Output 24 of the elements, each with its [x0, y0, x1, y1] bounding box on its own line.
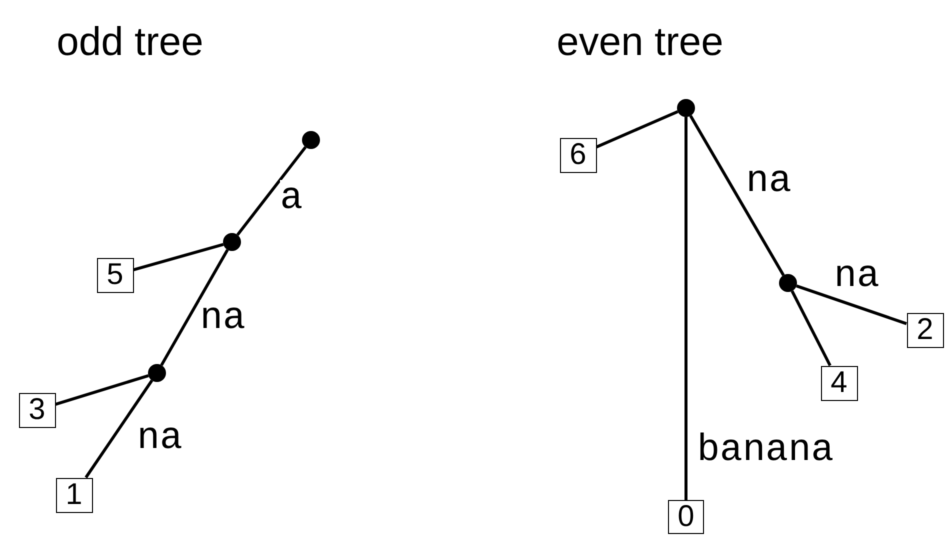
tree-edge	[84, 380, 154, 478]
leaf-index-box: 2	[906, 312, 944, 348]
leaf-index-box: 0	[668, 500, 704, 534]
tree-title: odd tree	[56, 22, 204, 62]
tree-edge	[689, 115, 785, 276]
tree-node-dot	[223, 233, 241, 251]
tree-edge	[796, 284, 907, 326]
leaf-index-box: 4	[820, 366, 858, 400]
tree-title: even tree	[556, 22, 724, 62]
leaf-index-box: 6	[560, 138, 596, 172]
tree-edge	[133, 243, 224, 272]
tree-edge	[596, 110, 678, 148]
tree-edge	[684, 117, 688, 500]
tree-node-dot	[302, 131, 320, 149]
leaf-index-box: 3	[18, 392, 56, 428]
tree-edge	[55, 374, 149, 406]
tree-node-dot	[677, 99, 695, 117]
tree-edge	[790, 290, 832, 366]
tree-node-dot	[779, 274, 797, 292]
tree-edge	[160, 249, 229, 366]
tree-edge	[236, 146, 307, 236]
tree-node-dot	[148, 364, 166, 382]
leaf-index-box: 1	[56, 478, 92, 512]
leaf-index-box: 5	[96, 258, 134, 292]
